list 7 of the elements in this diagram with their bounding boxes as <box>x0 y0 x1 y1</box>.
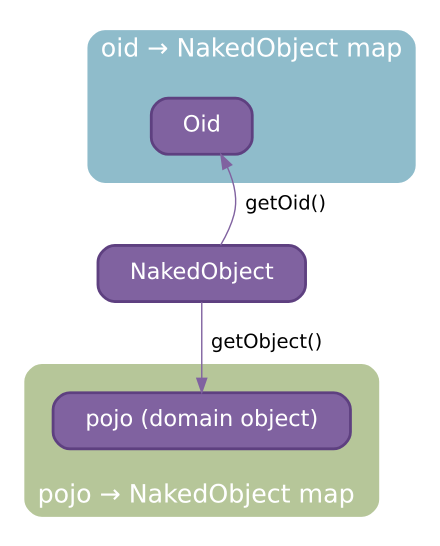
arrow <box>220 152 236 246</box>
edge-label: getOid() <box>245 190 326 214</box>
arrow <box>196 302 208 394</box>
edge-label: getObject() <box>210 330 322 353</box>
node-box: NakedObject <box>96 244 307 302</box>
node-box: Oid <box>150 96 254 156</box>
node-box: pojo (domain object) <box>52 390 352 450</box>
